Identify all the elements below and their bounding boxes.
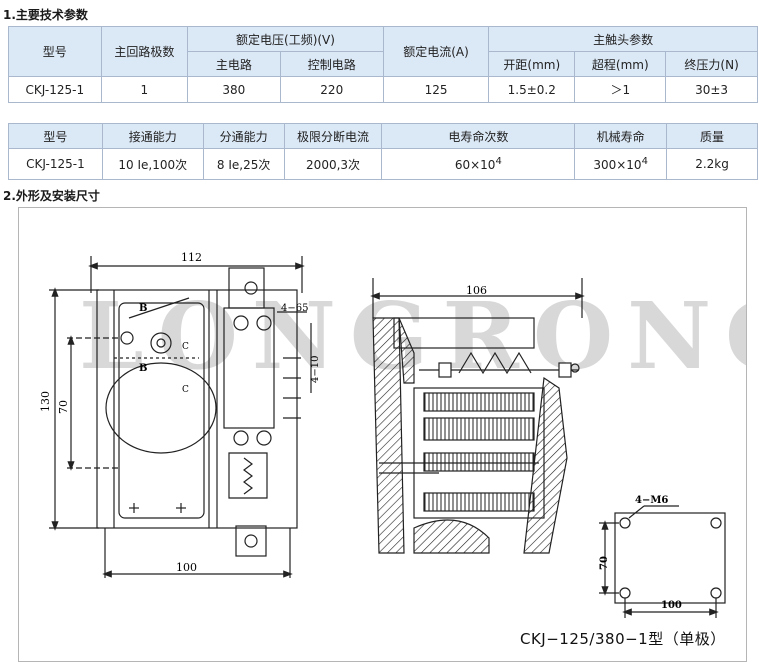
cell-poles: 1	[100, 76, 189, 103]
header-poles: 主回路极数	[100, 26, 189, 77]
label-b-lower: B	[139, 363, 147, 374]
dim-70-right: 70	[599, 556, 610, 570]
header-making: 接通能力	[101, 123, 204, 149]
header-model: 型号	[8, 26, 102, 77]
cell-main-voltage: 380	[187, 76, 281, 103]
header-electrical-life: 电寿命次数	[381, 123, 576, 149]
parameters-table-2: 型号 接通能力 分通能力 极限分断电流 电寿命次数 机械寿命 质量 CKJ-12…	[8, 123, 758, 180]
header-main-contact: 主触头参数	[488, 26, 758, 52]
header-rated-voltage: 额定电压(工频)(V)	[187, 26, 384, 52]
dim-4-10: 4−10	[310, 356, 321, 383]
dim-70-left: 70	[57, 400, 70, 414]
dim-112: 112	[181, 251, 202, 264]
cell-limit: 2000,3次	[283, 148, 383, 180]
label-b-upper: B	[139, 303, 147, 314]
label-c-upper: C	[182, 342, 189, 352]
dim-4-m6: 4−M6	[635, 495, 668, 506]
front-view	[49, 256, 312, 578]
cell-making: 10 Ie,100次	[101, 148, 204, 180]
header-pressure: 终压力(N)	[665, 51, 758, 77]
cell-overtravel: ＞1	[574, 76, 667, 103]
section-title-parameters: 1.主要技术参数	[3, 8, 88, 22]
cell-breaking: 8 Ie,25次	[202, 148, 285, 180]
header-breaking: 分通能力	[202, 123, 285, 149]
header-control-circuit: 控制电路	[279, 51, 384, 77]
header-mass: 质量	[666, 123, 758, 149]
drawing-svg: LONGRONG	[39, 251, 759, 618]
section-title-dimensions: 2.外形及安装尺寸	[3, 189, 100, 203]
header-limit: 极限分断电流	[283, 123, 383, 149]
watermark-text: LONGRONG	[79, 282, 746, 390]
dimension-drawing: LONGRONG	[18, 207, 759, 662]
header-rated-current: 额定电流(A)	[382, 26, 490, 77]
cell-pressure: 30±3	[665, 76, 758, 103]
header-mechanical-life: 机械寿命	[574, 123, 668, 149]
cell-current: 125	[382, 76, 490, 103]
dim-100-left: 100	[176, 561, 197, 574]
cell-model: CKJ-125-1	[8, 76, 102, 103]
cell-electrical-life: 60×104	[381, 148, 576, 180]
header-main-circuit: 主电路	[187, 51, 281, 77]
cell-model-2: CKJ-125-1	[8, 148, 103, 180]
cell-control-voltage: 220	[279, 76, 384, 103]
header-overtravel: 超程(mm)	[574, 51, 667, 77]
cell-mechanical-life: 300×104	[574, 148, 668, 180]
cell-mass: 2.2kg	[666, 148, 758, 180]
dim-100-right: 100	[661, 600, 682, 611]
parameters-table-1: 型号 主回路极数 额定电压(工频)(V) 额定电流(A) 主触头参数 主电路 控…	[8, 26, 758, 103]
header-gap: 开距(mm)	[488, 51, 576, 77]
label-c-lower: C	[182, 385, 189, 395]
header-model-2: 型号	[8, 123, 103, 149]
cell-gap: 1.5±0.2	[488, 76, 576, 103]
dim-4-65: 4−65	[281, 303, 308, 314]
dim-106: 106	[466, 284, 487, 297]
drawing-caption: CKJ−125/380−1型（单极）	[520, 630, 726, 648]
mounting-view	[599, 505, 726, 618]
dim-130: 130	[39, 391, 52, 412]
section-view	[370, 278, 585, 554]
